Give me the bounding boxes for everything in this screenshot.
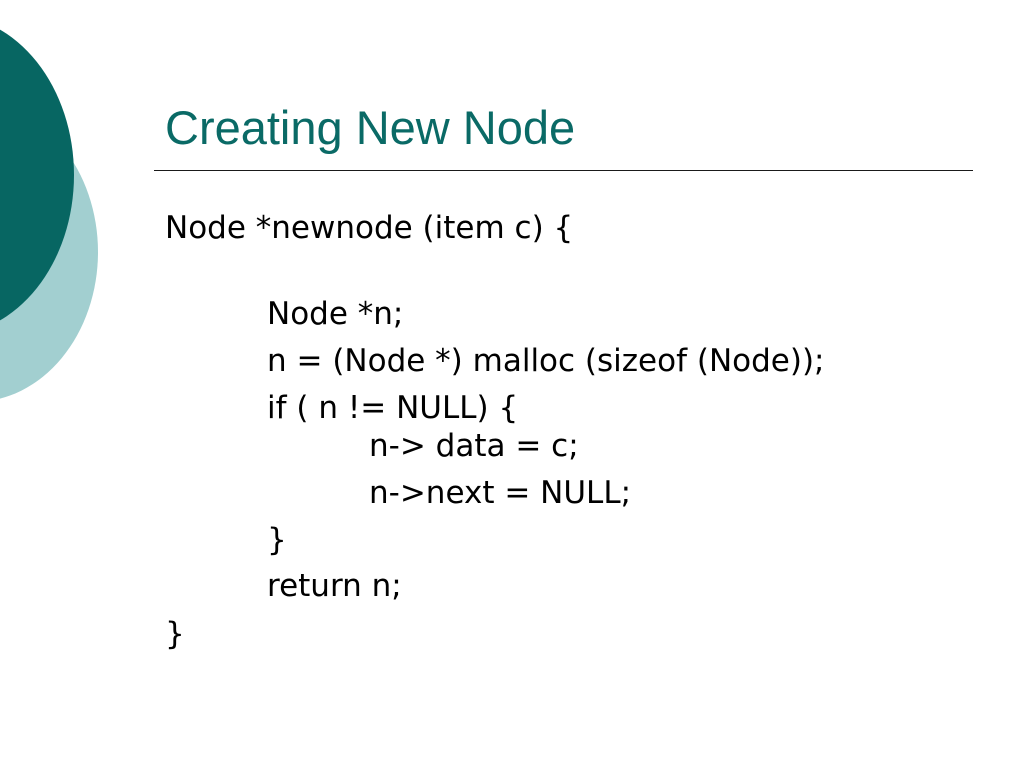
code-line-malloc: n = (Node *) malloc (sizeof (Node));: [267, 343, 825, 379]
code-line-return: return n;: [267, 568, 402, 604]
code-line-declaration: Node *n;: [267, 296, 404, 332]
slide-title: Creating New Node: [165, 101, 576, 154]
code-line-assign-data: n-> data = c;: [369, 428, 579, 464]
code-line-function-signature: Node *newnode (item c) {: [165, 210, 574, 246]
code-line-assign-next: n->next = NULL;: [369, 475, 632, 511]
code-line-close-if: }: [267, 522, 287, 558]
title-divider: [154, 170, 973, 171]
code-line-close-function: }: [165, 616, 185, 652]
code-line-if-statement: if ( n != NULL) {: [267, 390, 519, 426]
